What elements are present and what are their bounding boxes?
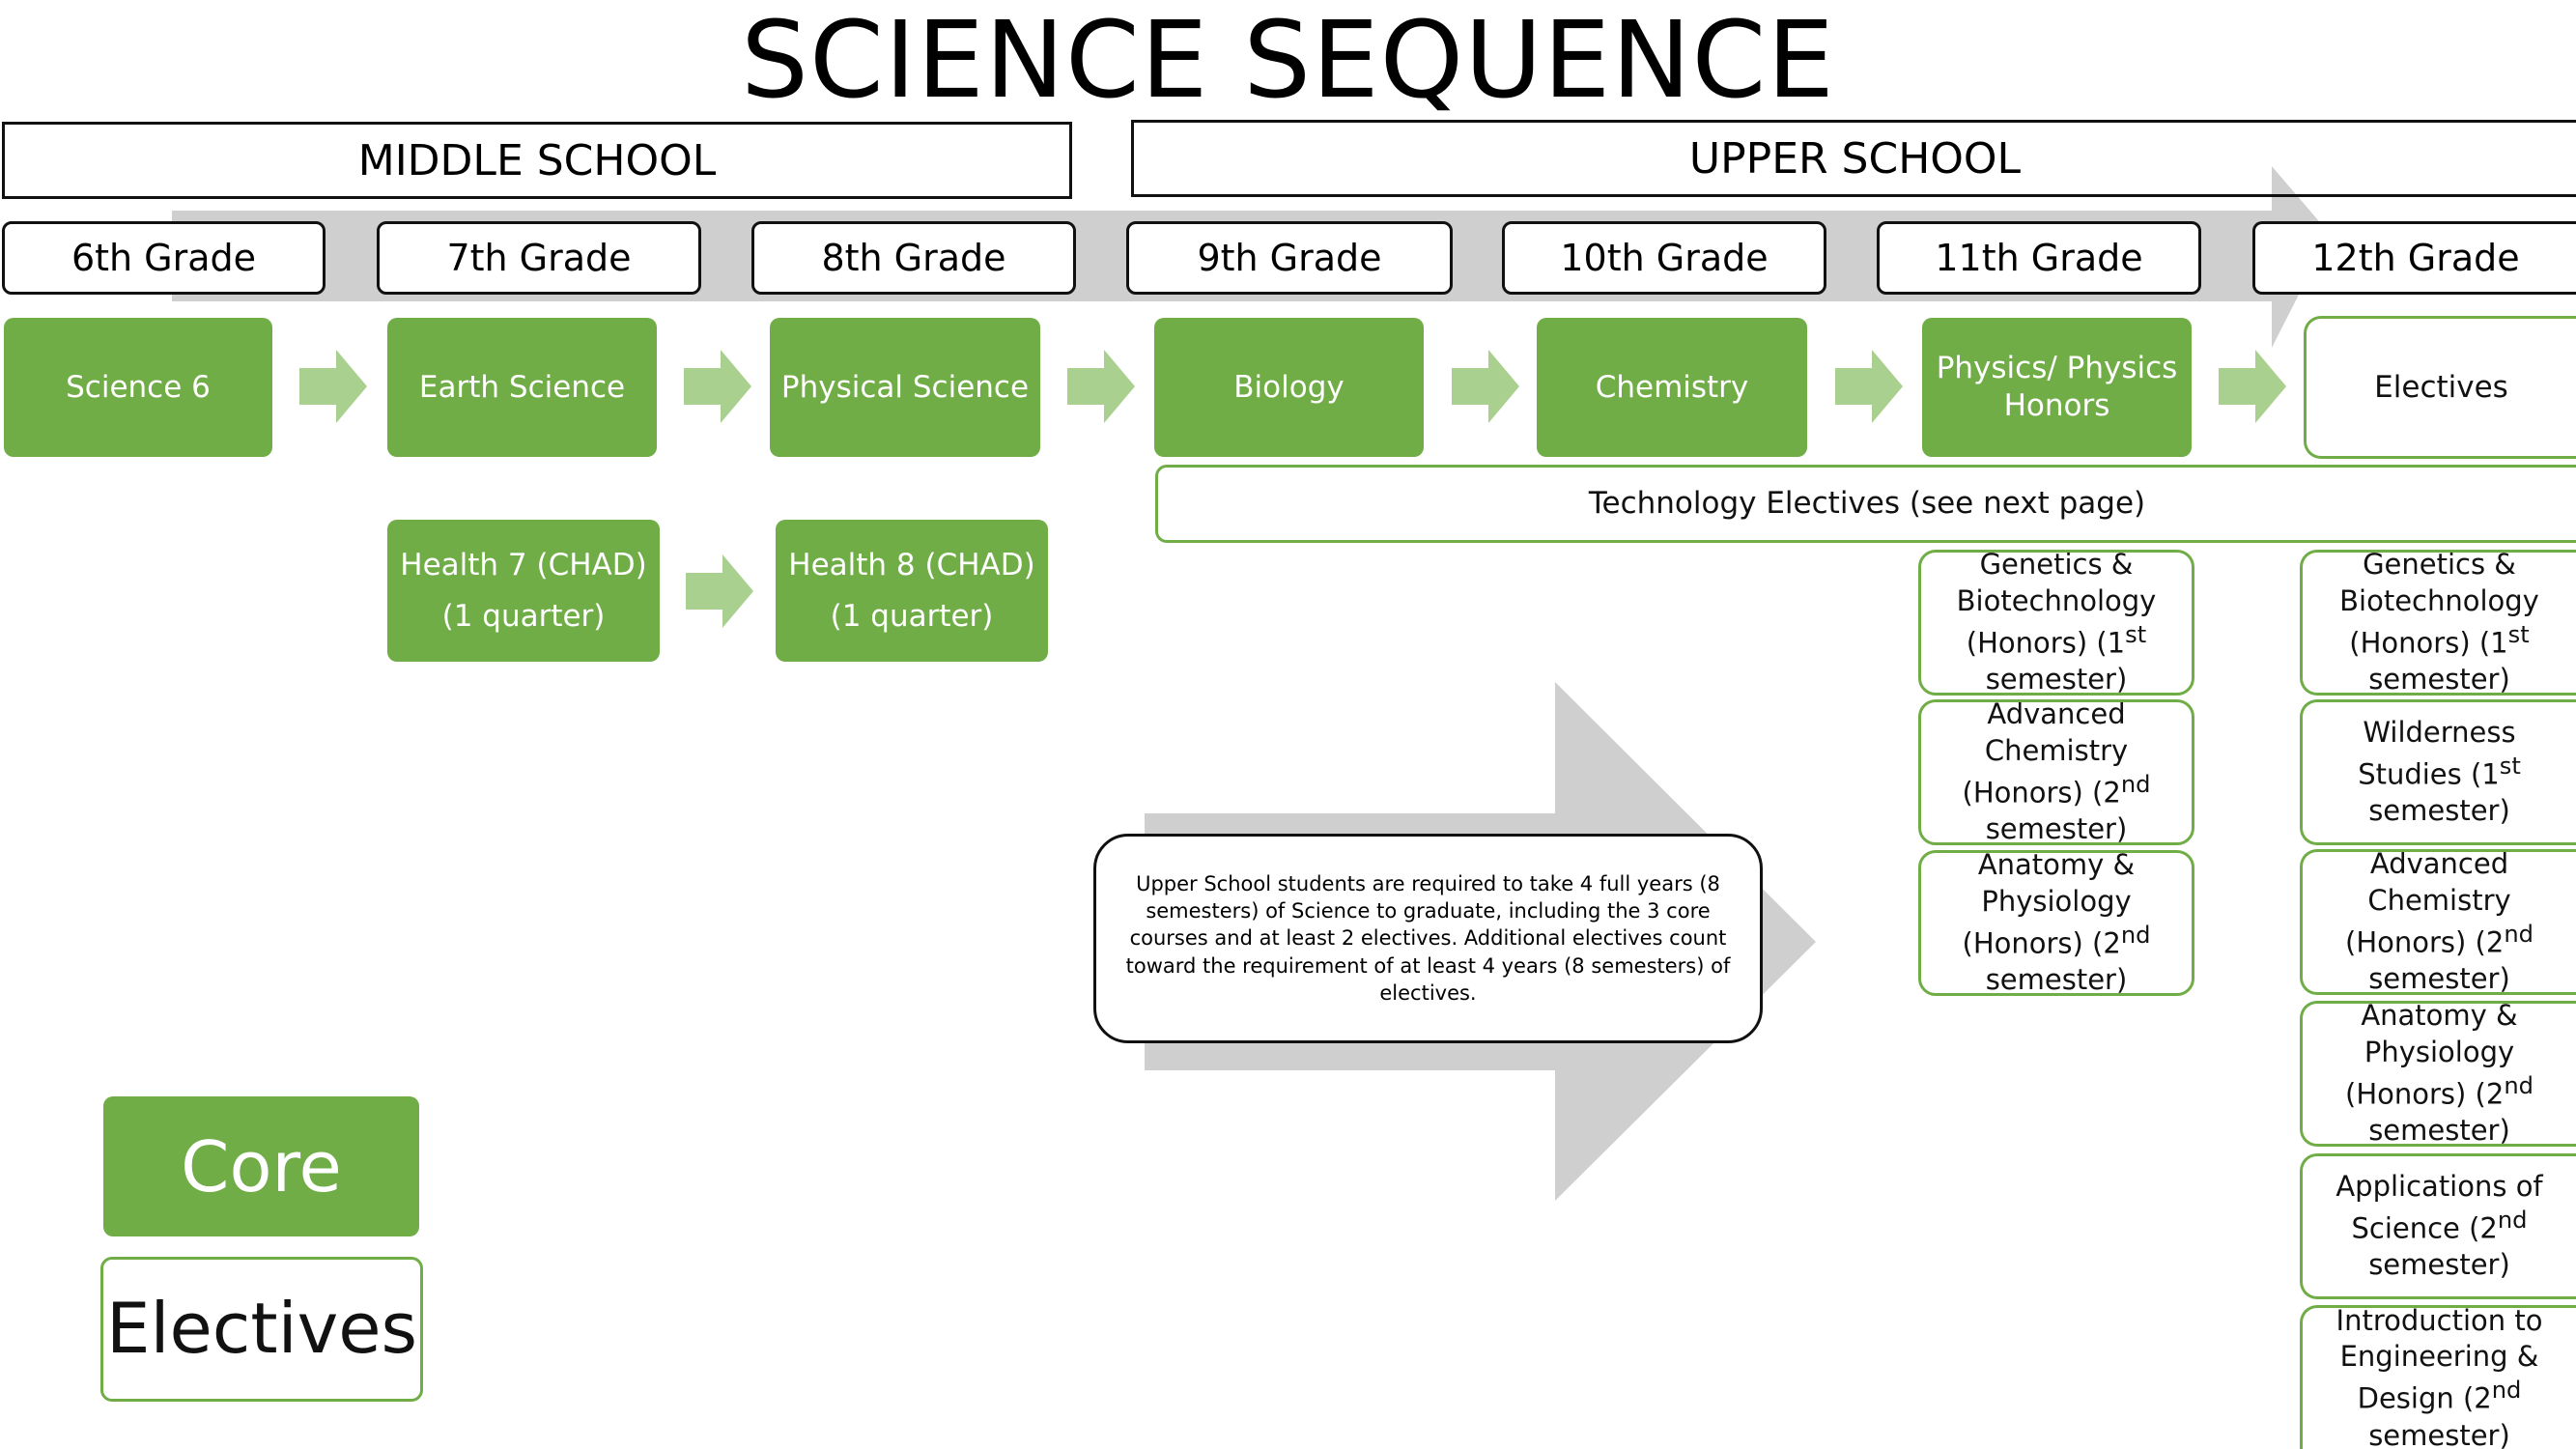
elective-11-genetics: Genetics & Biotechnology (Honors) (1st s… bbox=[1918, 550, 2194, 696]
legend-core: Core bbox=[103, 1096, 419, 1236]
grade-9-label: 9th Grade bbox=[1126, 221, 1453, 295]
page-title: SCIENCE SEQUENCE bbox=[741, 0, 1835, 122]
course-health-8: Health 8 (CHAD) (1 quarter) bbox=[776, 520, 1048, 662]
elective-12-engineering: Introduction to Engineering & Design (2n… bbox=[2300, 1305, 2576, 1449]
arrow-health-7-to-8 bbox=[686, 554, 753, 628]
elective-12-anatomy: Anatomy & Physiology (Honors) (2nd semes… bbox=[2300, 1001, 2576, 1147]
technology-electives-bar: Technology Electives (see next page) bbox=[1155, 465, 2576, 543]
arrow-7-to-8 bbox=[684, 350, 751, 423]
elective-12-genetics: Genetics & Biotechnology (Honors) (1st s… bbox=[2300, 550, 2576, 696]
arrow-8-to-9 bbox=[1067, 350, 1135, 423]
upper-school-header: UPPER SCHOOL bbox=[1131, 120, 2576, 197]
grade-6-label: 6th Grade bbox=[2, 221, 326, 295]
arrow-10-to-11 bbox=[1835, 350, 1903, 423]
grade-12-electives-box: Electives bbox=[2304, 316, 2576, 459]
course-science-6: Science 6 bbox=[4, 318, 272, 457]
requirement-note: Upper School students are required to ta… bbox=[1093, 834, 1763, 1043]
health-7-duration: (1 quarter) bbox=[441, 598, 606, 634]
elective-12-wilderness: Wilderness Studies (1st semester) bbox=[2300, 699, 2576, 845]
arrow-9-to-10 bbox=[1452, 350, 1519, 423]
grade-12-label: 12th Grade bbox=[2252, 221, 2576, 295]
course-health-7: Health 7 (CHAD) (1 quarter) bbox=[387, 520, 660, 662]
middle-school-header: MIDDLE SCHOOL bbox=[2, 122, 1072, 199]
grade-11-label: 11th Grade bbox=[1877, 221, 2201, 295]
grade-7-label: 7th Grade bbox=[377, 221, 701, 295]
elective-12-applications: Applications of Science (2nd semester) bbox=[2300, 1153, 2576, 1299]
arrow-11-to-12 bbox=[2219, 350, 2286, 423]
course-physics: Physics/ Physics Honors bbox=[1922, 318, 2192, 457]
grade-10-label: 10th Grade bbox=[1502, 221, 1826, 295]
health-7-name: Health 7 (CHAD) bbox=[400, 547, 647, 582]
course-chemistry: Chemistry bbox=[1537, 318, 1807, 457]
course-earth-science: Earth Science bbox=[387, 318, 657, 457]
grade-8-label: 8th Grade bbox=[751, 221, 1076, 295]
elective-12-advanced-chemistry: Advanced Chemistry (Honors) (2nd semeste… bbox=[2300, 849, 2576, 995]
elective-11-advanced-chemistry: Advanced Chemistry (Honors) (2nd semeste… bbox=[1918, 699, 2194, 845]
legend-electives: Electives bbox=[100, 1257, 423, 1402]
health-8-duration: (1 quarter) bbox=[830, 598, 994, 634]
course-biology: Biology bbox=[1154, 318, 1424, 457]
health-8-name: Health 8 (CHAD) bbox=[788, 547, 1035, 582]
arrow-6-to-7 bbox=[299, 350, 367, 423]
course-physical-science: Physical Science bbox=[770, 318, 1040, 457]
elective-11-anatomy: Anatomy & Physiology (Honors) (2nd semes… bbox=[1918, 850, 2194, 996]
